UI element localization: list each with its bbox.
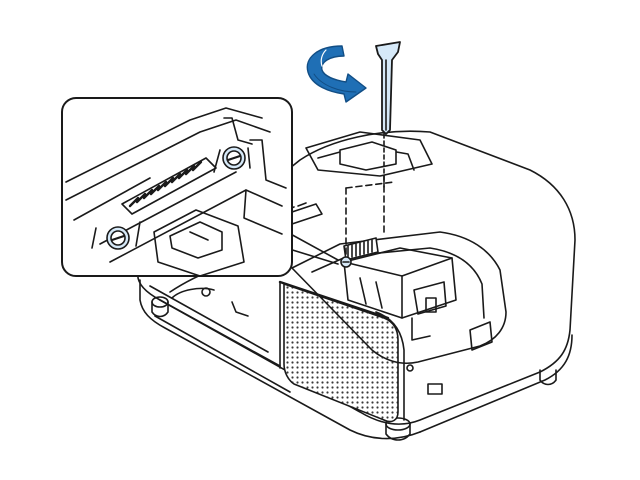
- projector-body: [136, 130, 576, 440]
- screw-icon: [222, 146, 246, 170]
- projector-feet: [151, 296, 557, 441]
- lamp-connector: [343, 237, 379, 261]
- vent-grille: [278, 280, 405, 423]
- guide-lines: [345, 175, 395, 259]
- screwdriver-icon: [375, 41, 401, 135]
- inset-connector: [121, 157, 217, 215]
- lamp-cover-panel: [305, 131, 433, 191]
- zoom-inset: [61, 97, 339, 277]
- screw-icon: [106, 226, 130, 250]
- rotation-arrow-icon: [306, 45, 367, 103]
- lamp-compartment: [291, 231, 507, 395]
